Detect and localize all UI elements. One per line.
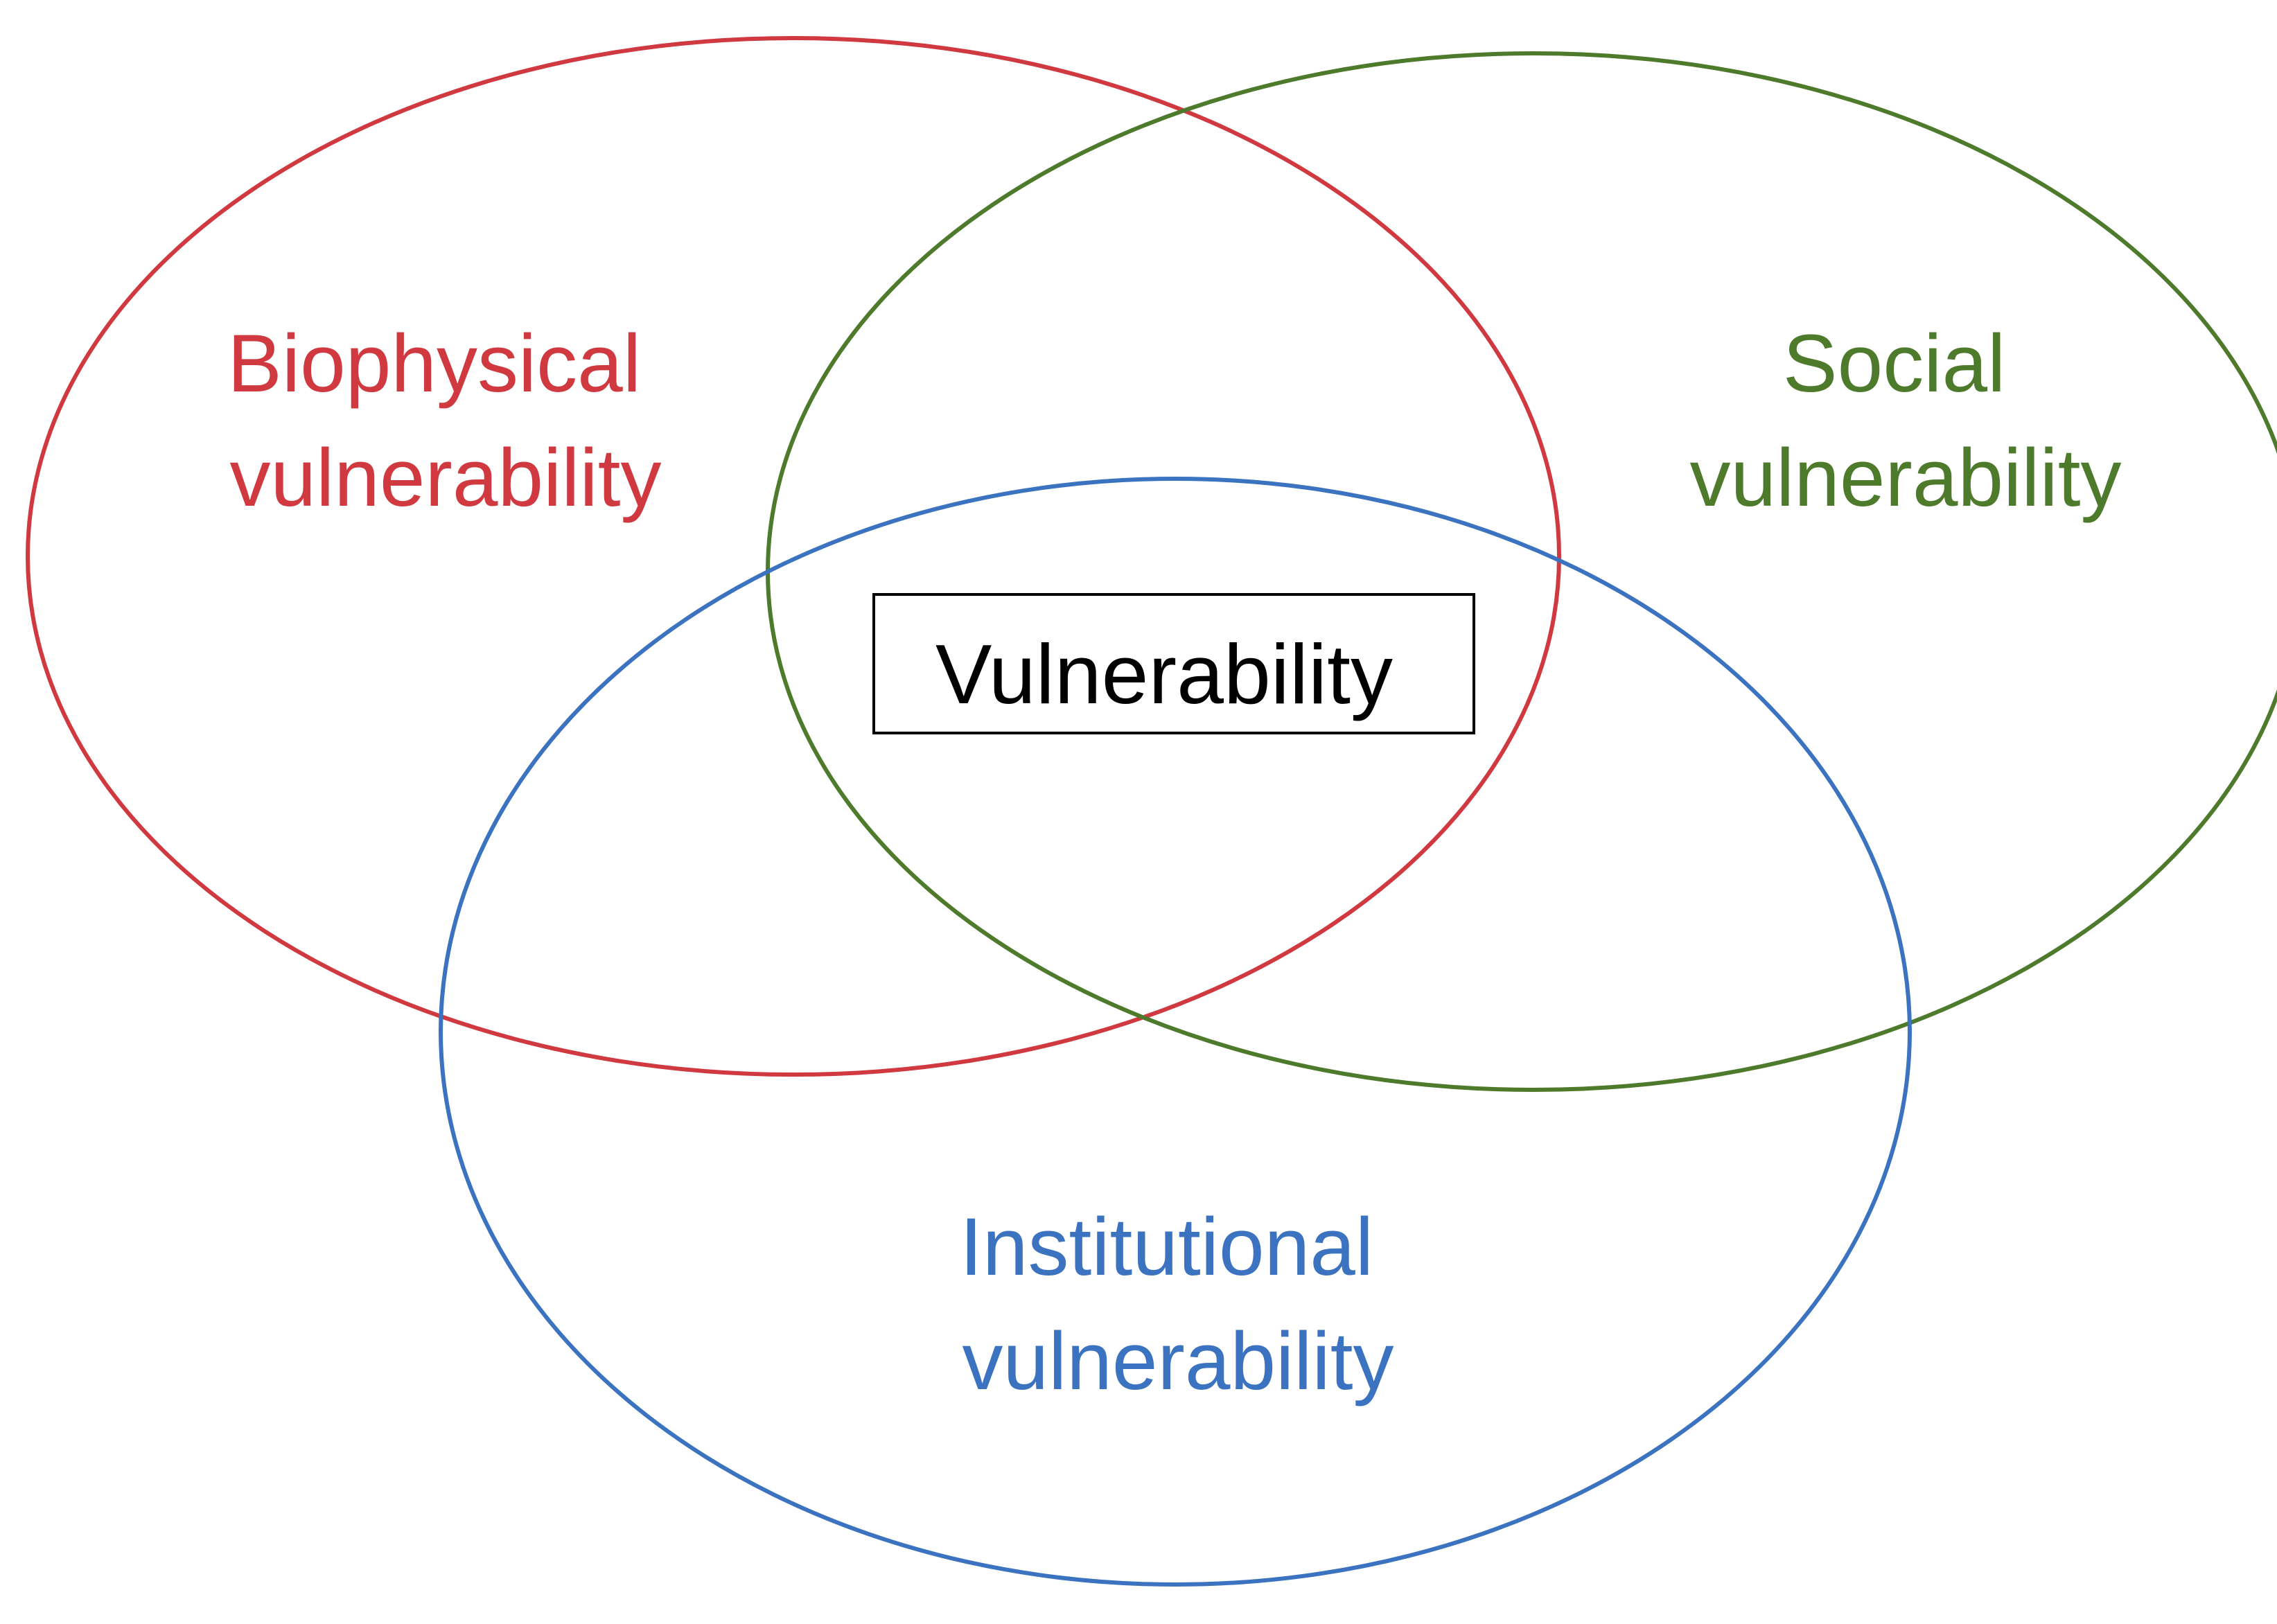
biophysical-vulnerability-ellipse bbox=[26, 36, 1561, 1077]
biophysical-label: Biophysical vulnerability bbox=[227, 318, 664, 524]
center-label: Vulnerability bbox=[935, 627, 1393, 721]
social-label-line2: vulnerability bbox=[1689, 432, 2121, 524]
center-label-box bbox=[872, 593, 1475, 734]
social-vulnerability-ellipse bbox=[766, 51, 2277, 1092]
social-label-line1: Social bbox=[1783, 318, 2005, 409]
institutional-label-line2: vulnerability bbox=[962, 1316, 1394, 1407]
social-label: Social vulnerability bbox=[1689, 318, 2121, 524]
biophysical-label-line2: vulnerability bbox=[229, 432, 661, 524]
institutional-vulnerability-ellipse bbox=[439, 477, 1912, 1587]
institutional-label: Institutional vulnerability bbox=[960, 1201, 1396, 1407]
biophysical-label-line1: Biophysical bbox=[227, 318, 641, 409]
institutional-label-line1: Institutional bbox=[960, 1201, 1373, 1293]
